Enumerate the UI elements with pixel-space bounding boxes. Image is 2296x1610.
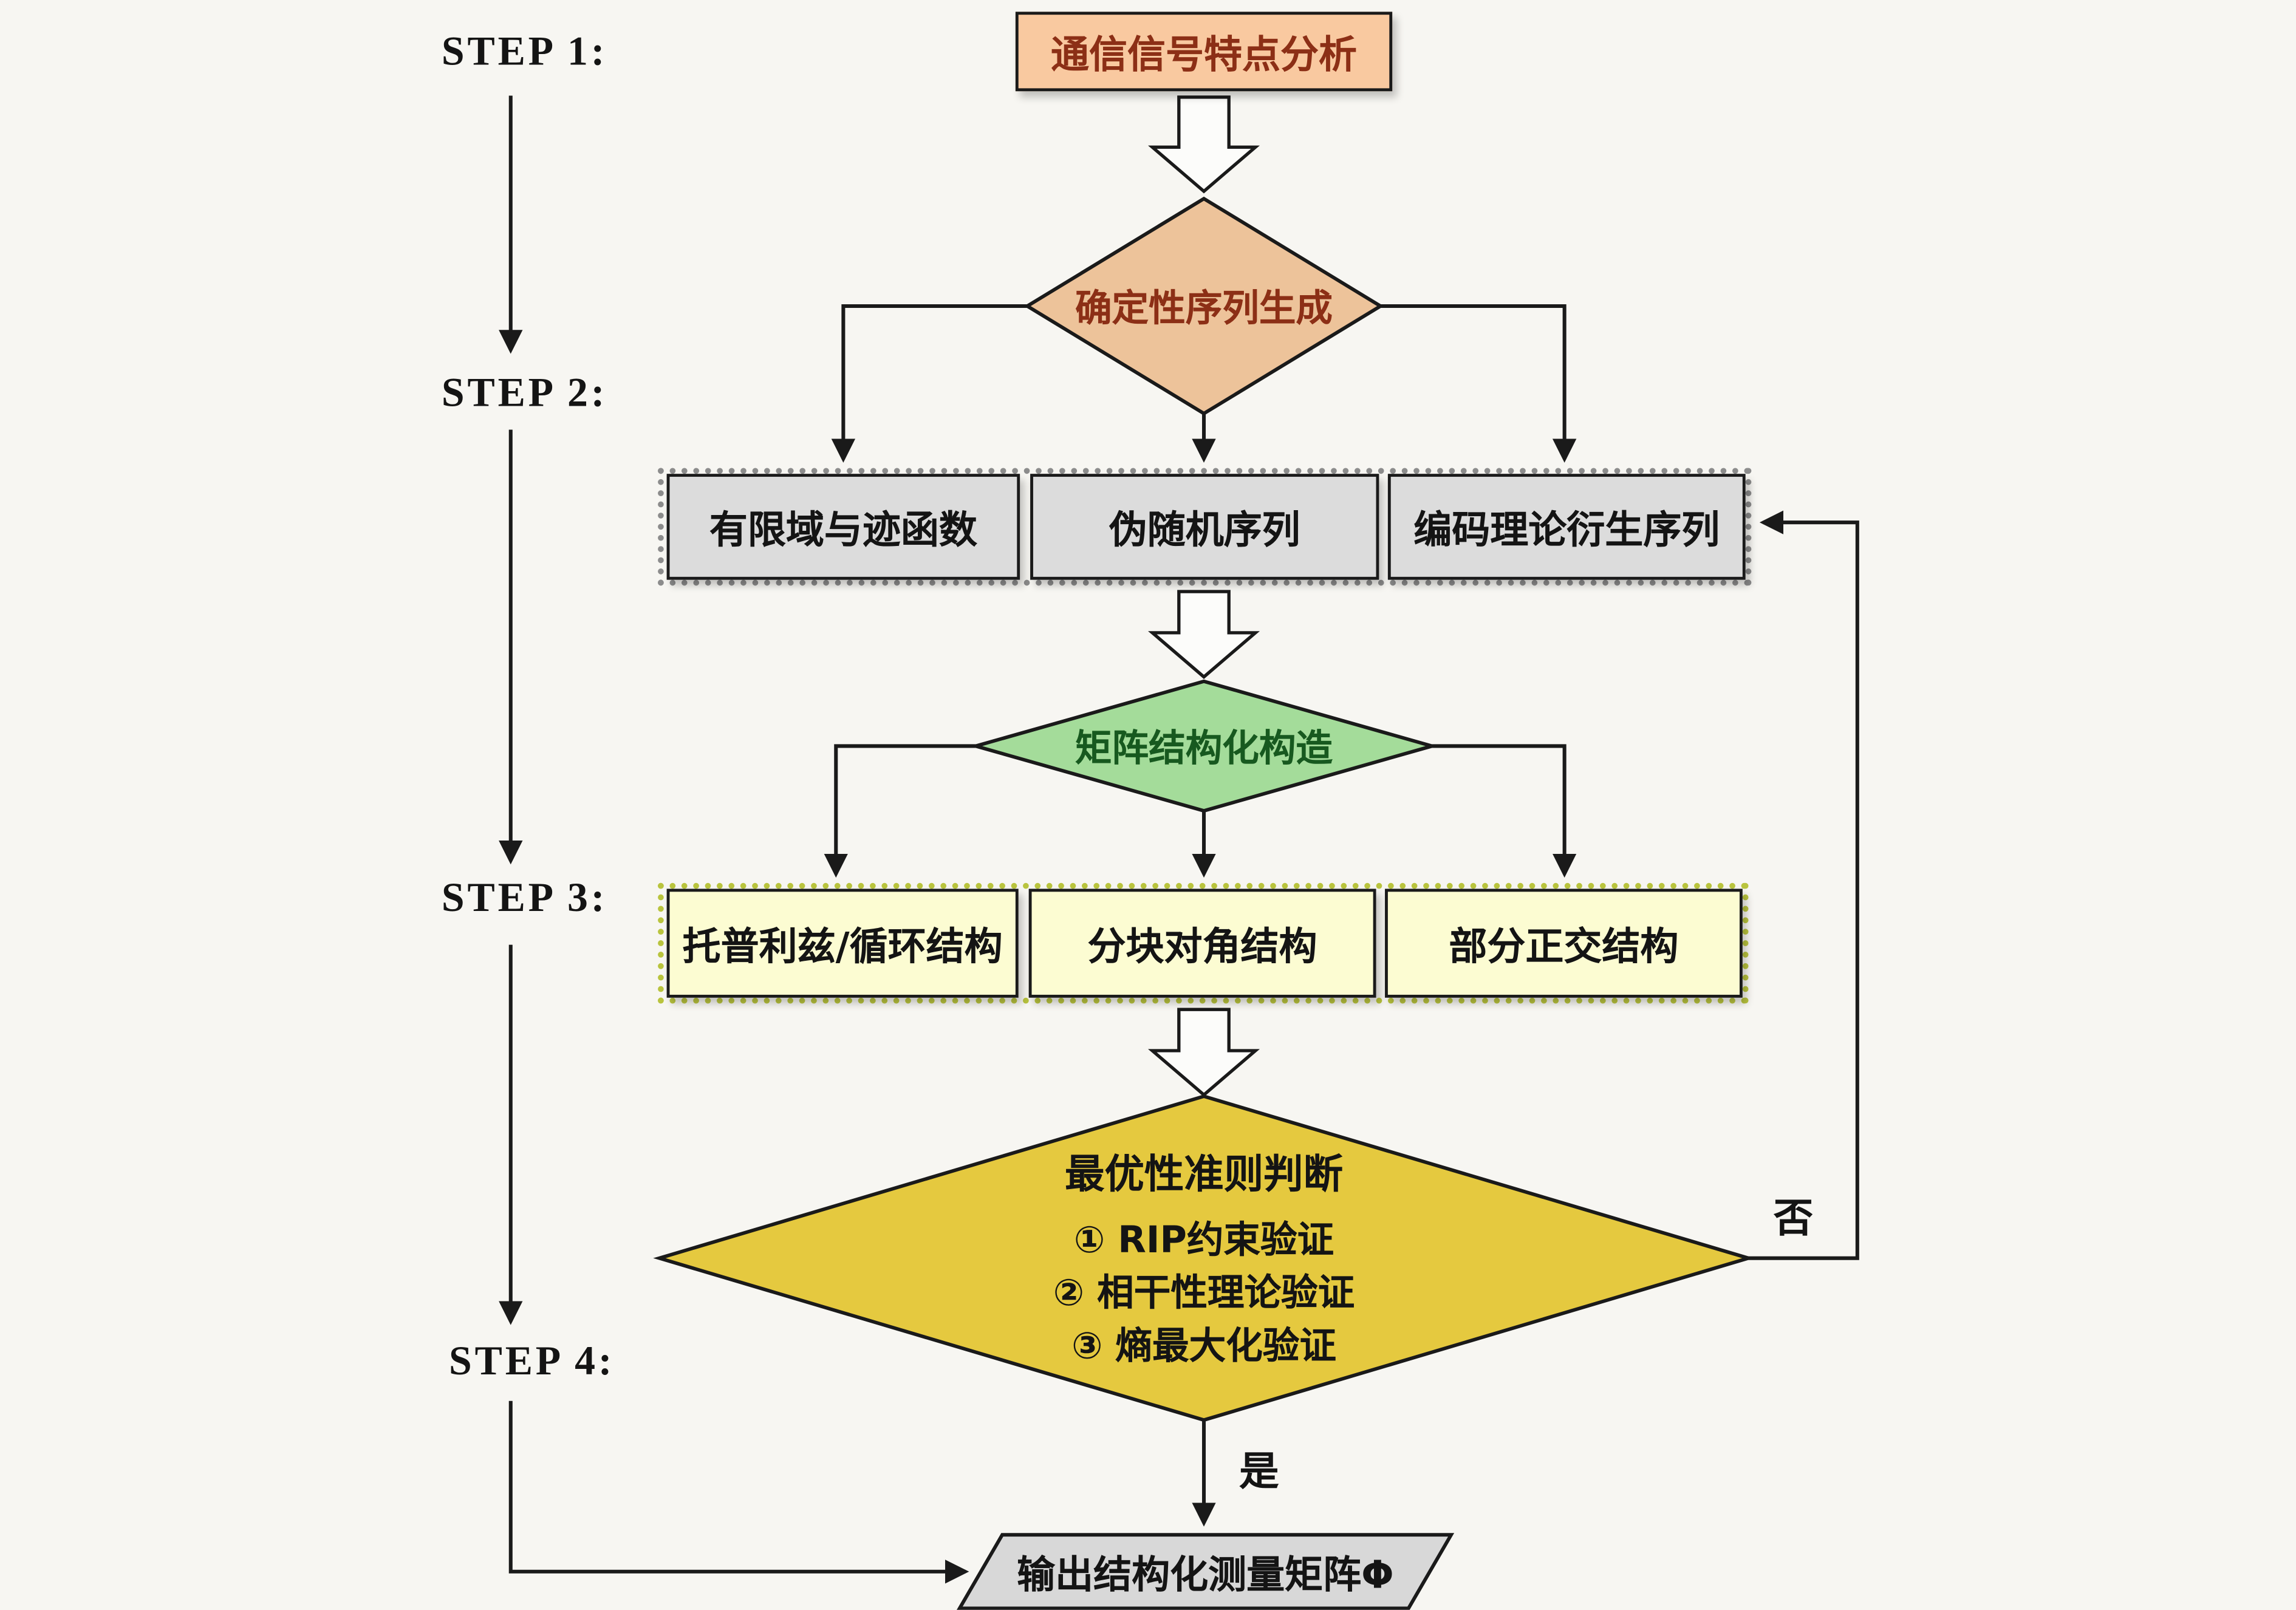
decision-diamond-structure	[969, 679, 1439, 813]
block-arrow-icon-3	[1148, 1008, 1260, 1097]
edge-decision1-right	[1380, 304, 1577, 463]
block-arrow-icon-1	[1148, 95, 1260, 194]
sequence-options-group	[658, 468, 1752, 586]
block-arrow-icon-2	[1148, 590, 1260, 680]
optimality-item-coherence: ② 相干性理论验证	[1053, 1271, 1355, 1314]
edge-label-yes: 是	[1239, 1449, 1279, 1495]
optimality-content: 最优性准则判断 ① RIP约束验证 ② 相干性理论验证 ③ 熵最大化验证	[762, 1151, 1645, 1373]
box-toeplitz-circulant: 托普利兹/循环结构	[666, 889, 1019, 998]
optimality-item-rip: ① RIP约束验证	[1073, 1218, 1334, 1261]
box-pseudo-random-sequence: 伪随机序列	[1030, 474, 1379, 580]
step-label-4: STEP 4:	[449, 1339, 615, 1385]
box-partial-orthogonal: 部分正交结构	[1385, 889, 1743, 998]
box-coding-theory-sequence: 编码理论衍生序列	[1387, 474, 1746, 580]
timeline-arrow-step4-output	[508, 1400, 969, 1584]
output-parallelogram	[957, 1533, 1455, 1610]
edge-no-loop	[1748, 510, 1859, 1260]
edge-decision2-right	[1432, 744, 1577, 878]
edge-label-no: 否	[1773, 1196, 1814, 1243]
edge-decision2-left	[824, 744, 976, 878]
decision-structure-label: 矩阵结构化构造	[1075, 726, 1333, 770]
decision-sequence-label: 确定性序列生成	[1075, 287, 1333, 330]
box-block-diagonal: 分块对角结构	[1028, 889, 1376, 998]
step-label-3: STEP 3:	[441, 875, 608, 921]
edge-decision1-left	[831, 304, 1028, 463]
decision-diamond-sequence	[1023, 196, 1384, 416]
structure-options-group	[658, 882, 1749, 1004]
step-label-1: STEP 1:	[441, 29, 608, 75]
output-node-label: 输出结构化测量矩阵Φ	[1017, 1553, 1394, 1598]
start-node: 通信信号特点分析	[1015, 12, 1393, 92]
optimality-title: 最优性准则判断	[1065, 1152, 1343, 1198]
box-finite-field-trace: 有限域与迹函数	[666, 474, 1020, 580]
decision-diamond-optimality	[653, 1094, 1755, 1422]
optimality-item-entropy: ③ 熵最大化验证	[1071, 1324, 1336, 1367]
step-label-2: STEP 2:	[441, 370, 608, 417]
